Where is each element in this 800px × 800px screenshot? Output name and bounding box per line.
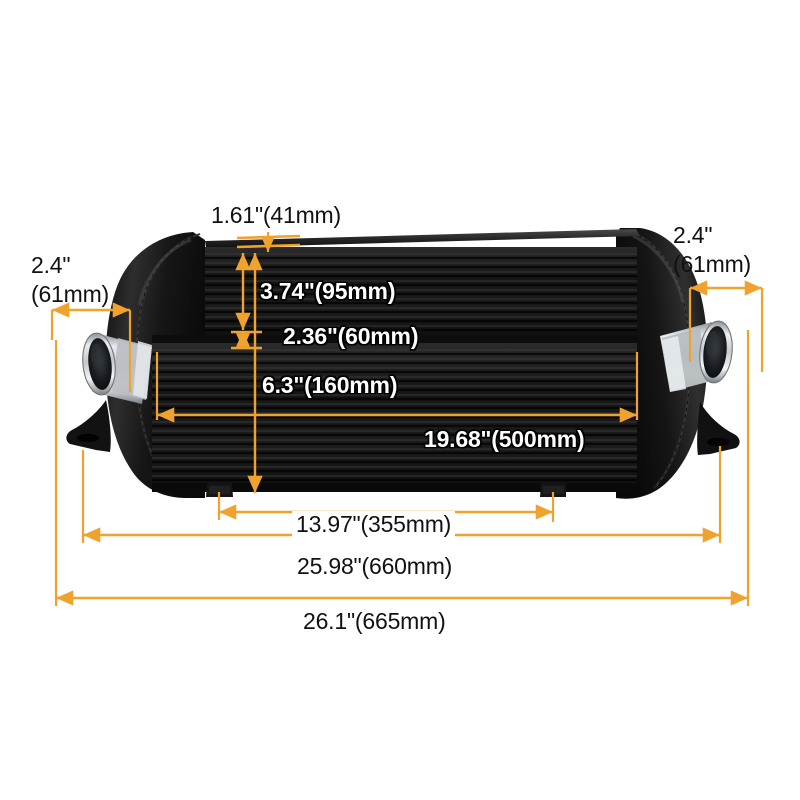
- mounting-tab-left: [206, 483, 233, 497]
- mounting-tab-right: [540, 483, 566, 497]
- dim-inlet-diameter-left: [50, 302, 132, 392]
- left-inlet-pipe: [82, 332, 152, 404]
- right-outlet-pipe: [660, 320, 733, 392]
- right-end-tank: [616, 228, 740, 499]
- dim-mount-spacing: [217, 492, 555, 522]
- dim-core-width: [155, 352, 639, 423]
- dim-inlet-diameter-right: [688, 280, 764, 372]
- dim-total-core-height: [247, 252, 263, 493]
- dim-top-step-width: [236, 232, 301, 252]
- intercooler-core: [152, 229, 640, 492]
- dim-overall-width: [54, 330, 750, 606]
